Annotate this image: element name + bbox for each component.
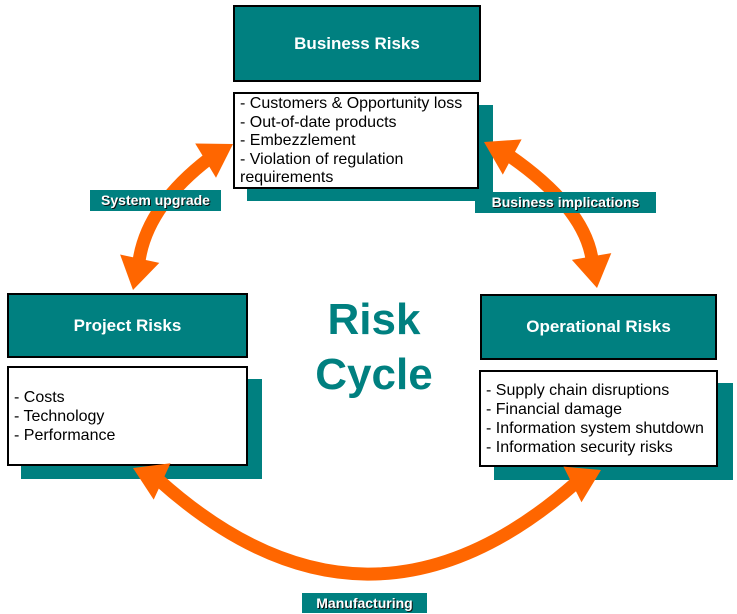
list-item: - Violation of regulation requirements [240, 150, 404, 187]
list-item: - Technology [14, 407, 105, 425]
project-risks-list: - Costs - Technology - Performance [7, 366, 248, 466]
arrow-business-implications-icon [484, 139, 612, 288]
list-item: - Customers & Opportunity loss [240, 95, 463, 112]
list-item: - Performance [14, 426, 116, 444]
project-risks-header: Project Risks [7, 293, 248, 358]
diagram-title: Risk Cycle [289, 292, 459, 402]
label-business-implications: Business implications [475, 192, 656, 213]
list-item: - Information security risks [486, 438, 673, 456]
arrow-system-upgrade-icon [120, 143, 233, 290]
list-item: - Embezzlement [240, 132, 356, 149]
business-risks-list: - Customers & Opportunity loss - Out-of-… [233, 92, 479, 189]
list-item: - Information system shutdown [486, 419, 704, 437]
list-item: - Out-of-date products [240, 113, 397, 131]
label-manufacturing: Manufacturing [302, 593, 427, 613]
list-item: - Costs [14, 388, 65, 406]
label-system-upgrade: System upgrade [90, 190, 221, 211]
list-item: - Financial damage [486, 400, 623, 418]
operational-risks-list: - Supply chain disruptions - Financial d… [479, 370, 718, 467]
operational-risks-title: Operational Risks [526, 317, 671, 336]
business-risks-header: Business Risks [233, 5, 481, 82]
list-item: - Supply chain disruptions [486, 381, 670, 399]
diagram-title-line2: Cycle [315, 350, 433, 399]
project-risks-title: Project Risks [73, 315, 182, 335]
business-risks-title: Business Risks [294, 33, 420, 53]
diagram-title-line1: Risk [327, 295, 421, 344]
operational-risks-header: Operational Risks [480, 294, 717, 360]
